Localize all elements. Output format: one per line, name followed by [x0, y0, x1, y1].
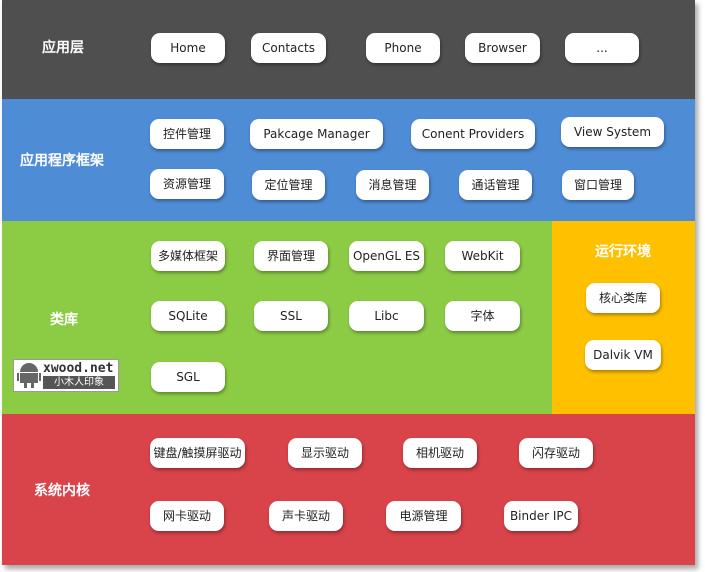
xwood-logo: xwood.net 小木人印象: [13, 359, 119, 392]
library-layer-title: 类库: [50, 312, 78, 328]
fw-telephony-manager-box: 通话管理: [459, 170, 532, 200]
kernel-audio-driver-box: 声卡驱动: [269, 501, 343, 531]
kernel-layer-title: 系统内核: [34, 483, 90, 499]
lib-sqlite-box: SQLite: [151, 301, 225, 331]
runtime-layer-title: 运行环境: [595, 244, 651, 260]
fw-widget-manager-box: 控件管理: [150, 119, 224, 149]
logo-subtitle-text: 小木人印象: [43, 376, 115, 389]
app-more-box: ...: [565, 33, 639, 63]
logo-brand-text: xwood.net: [43, 361, 114, 376]
lib-webkit-box: WebKit: [445, 241, 520, 271]
fw-location-manager-box: 定位管理: [252, 170, 325, 200]
framework-layer-title: 应用程序框架: [20, 153, 104, 169]
app-browser-box: Browser: [465, 33, 540, 63]
fw-notification-manager-box: 消息管理: [356, 170, 429, 200]
lib-opengl-es-box: OpenGL ES: [349, 241, 424, 271]
fw-view-system-box: View System: [561, 117, 664, 147]
fw-resource-manager-box: 资源管理: [150, 169, 224, 199]
fw-content-providers-box: Conent Providers: [411, 119, 535, 149]
lib-surface-manager-box: 界面管理: [254, 241, 328, 271]
kernel-binder-ipc-box: Binder IPC: [504, 501, 578, 531]
android-robot-icon: [17, 363, 41, 388]
rt-core-libraries-box: 核心类库: [586, 283, 660, 313]
fw-package-manager-box: Pakcage Manager: [250, 119, 383, 149]
kernel-display-driver-box: 显示驱动: [288, 438, 362, 468]
app-contacts-box: Contacts: [251, 33, 326, 63]
lib-libc-box: Libc: [349, 301, 424, 331]
lib-sgl-box: SGL: [151, 362, 225, 392]
lib-media-framework-box: 多媒体框架: [151, 241, 225, 271]
rt-dalvik-vm-box: Dalvik VM: [585, 340, 661, 370]
kernel-keyboard-touch-driver-box: 键盘/触摸屏驱动: [150, 438, 245, 468]
kernel-camera-driver-box: 相机驱动: [403, 438, 477, 468]
kernel-network-driver-box: 网卡驱动: [150, 501, 224, 531]
lib-ssl-box: SSL: [254, 301, 328, 331]
kernel-power-management-box: 电源管理: [386, 501, 461, 531]
runtime-layer: [552, 221, 695, 414]
lib-font-box: 字体: [445, 301, 520, 331]
kernel-flash-driver-box: 闪存驱动: [519, 438, 593, 468]
app-phone-box: Phone: [366, 33, 440, 63]
app-layer-title: 应用层: [42, 40, 84, 56]
app-home-box: Home: [151, 33, 225, 63]
kernel-layer: [2, 414, 695, 565]
fw-window-manager-box: 窗口管理: [562, 170, 634, 200]
